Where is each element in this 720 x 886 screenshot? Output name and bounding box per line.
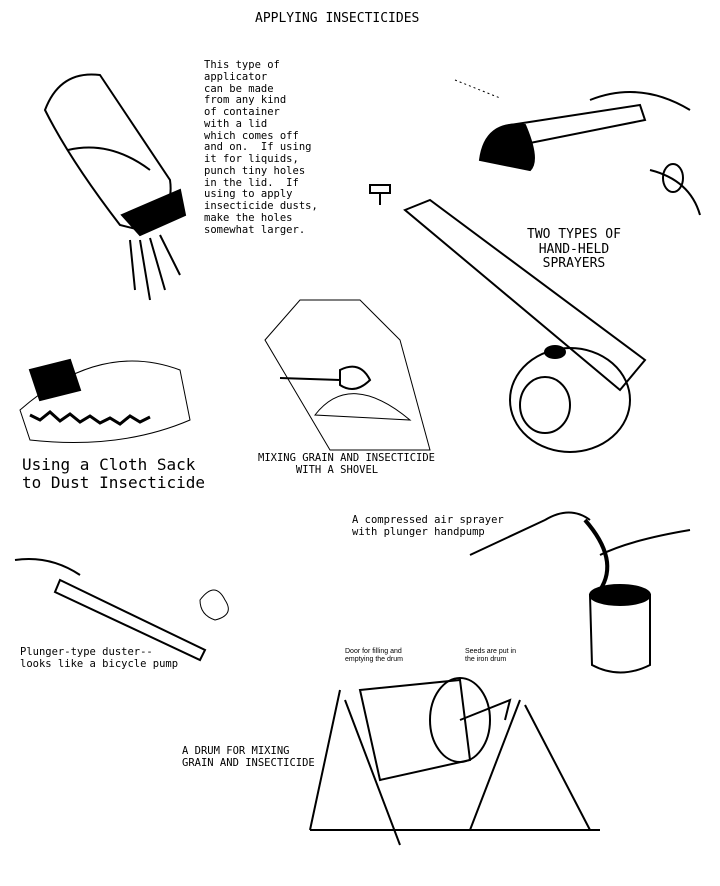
cloth-sack-caption: Using a Cloth Sack to Dust Insecticide — [22, 455, 206, 492]
shovel-caption: MIXING GRAIN AND INSECTICIDE WITH A SHOV… — [258, 452, 436, 476]
sprayers-caption: TWO TYPES OF HAND-HELD SPRAYERS — [527, 227, 621, 272]
shovel-illustration — [264, 299, 431, 451]
cloth-sack-illustration — [19, 358, 191, 443]
drum-seeds-label: Seeds are put in the iron drum — [465, 648, 516, 663]
hand-sprayer-illustration — [454, 79, 701, 216]
compressed-air-sprayer-illustration — [469, 511, 691, 674]
mixing-drum-illustration — [309, 677, 600, 846]
tank-sprayer-illustration — [369, 184, 647, 453]
page-title: APPLYING INSECTICIDES — [255, 11, 420, 26]
compressed-sprayer-caption: A compressed air sprayer with plunger ha… — [352, 514, 504, 538]
applicator-caption: This type of applicator can be made from… — [204, 59, 318, 236]
jar-applicator-illustration — [43, 73, 187, 301]
plunger-duster-illustration — [14, 558, 229, 662]
drum-door-label: Door for filling and emptying the drum — [345, 648, 403, 663]
drum-caption: A DRUM FOR MIXING GRAIN AND INSECTICIDE — [182, 745, 315, 769]
plunger-duster-caption: Plunger-type duster-- looks like a bicyc… — [20, 646, 179, 670]
